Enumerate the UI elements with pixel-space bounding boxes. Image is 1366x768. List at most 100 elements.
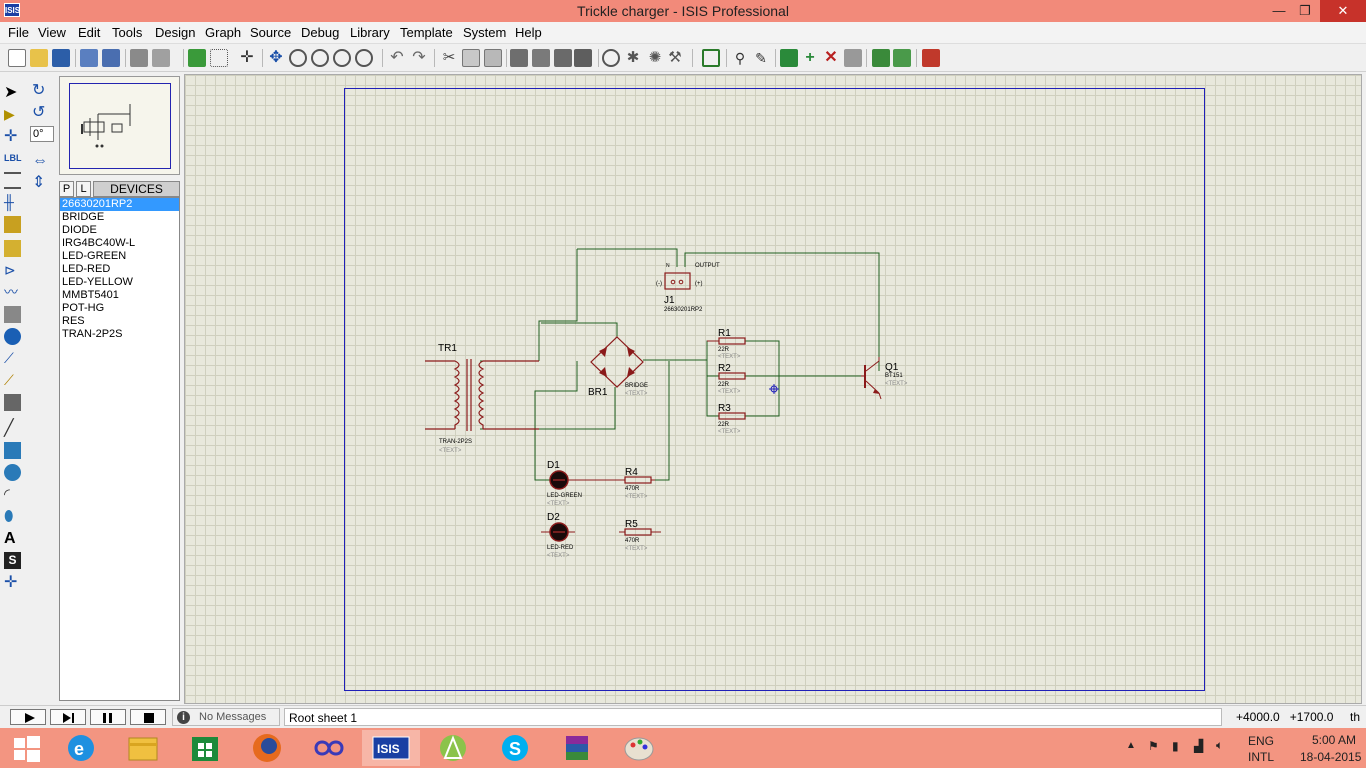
battery-icon[interactable]: ▮ [1172,739,1179,753]
menu-view[interactable]: View [38,25,66,40]
overview-window[interactable] [59,76,180,175]
zoom-in-icon[interactable] [289,49,307,67]
make-device-icon[interactable]: ✱ [626,49,640,66]
property-tool-icon[interactable]: ✎ [755,50,767,66]
export-icon[interactable] [102,49,120,67]
clock-date[interactable]: 18-04-2015 [1300,750,1362,764]
decompose-icon[interactable]: ⚒ [668,49,682,66]
chevron-up-icon[interactable]: ▲ [1126,740,1136,751]
device-item[interactable]: RES [62,315,85,327]
stop-button[interactable] [130,709,166,725]
block-move-icon[interactable] [532,49,550,67]
transistor-q1[interactable]: Q1 BT151 <TEXT> [861,357,908,400]
pan-icon[interactable]: ✥ [269,49,283,66]
start-icon[interactable] [0,730,58,766]
flag-icon[interactable]: ⚑ [1148,739,1159,753]
menu-source[interactable]: Source [250,25,292,40]
rotate-clockwise-icon[interactable]: ↻ [32,82,46,99]
junction-dot-icon[interactable]: ✛ [4,128,18,145]
library-manager-button[interactable]: L [76,181,91,197]
undo-icon[interactable]: ↶ [390,49,404,66]
play-button[interactable] [10,709,46,725]
symbol-icon[interactable]: S [4,552,21,569]
minimize-button[interactable]: — [1272,3,1286,18]
print-icon[interactable] [130,49,148,67]
wire-label-icon[interactable]: LBL [4,153,22,163]
resistor-r1[interactable]: R1 22R <TEXT> [707,328,746,360]
led-d1[interactable]: D1 LED-GREEN <TEXT> [547,460,582,507]
file-explorer-icon[interactable] [114,730,172,766]
maximize-button[interactable]: ❐ [1299,3,1311,18]
device-item[interactable]: MMBT5401 [62,289,119,301]
print-area-icon[interactable] [152,49,170,67]
device-item[interactable]: LED-YELLOW [62,276,133,288]
virtual-instrument-icon[interactable] [4,394,21,411]
current-probe-icon[interactable]: ⟋ [4,372,14,388]
grid-icon[interactable] [210,49,228,67]
text-icon[interactable]: A [4,530,16,547]
winrar-icon[interactable] [548,730,606,766]
line-icon[interactable]: ╱ [4,420,14,437]
paste-icon[interactable] [484,49,502,67]
paint-icon[interactable] [610,730,668,766]
resistor-r4[interactable]: R4 470R <TEXT> [568,467,655,500]
schematic-canvas[interactable]: TR1 TRAN-2P2S <TEXT> BR1 BRIDGE <TEXT> [184,74,1362,704]
resistor-r2[interactable]: R2 22R <TEXT> [718,363,746,395]
packaging-icon[interactable]: ✺ [648,49,662,66]
mirror-vertical-icon[interactable]: ⇕ [32,174,46,191]
device-item[interactable]: DIODE [62,224,97,236]
add-sheet-icon[interactable]: + [805,49,815,66]
device-item[interactable]: LED-RED [62,263,111,275]
clock-time[interactable]: 5:00 AM [1312,733,1357,747]
rotate-anticlockwise-icon[interactable]: ↺ [32,104,46,121]
open-folder-icon[interactable] [30,49,48,67]
block-delete-icon[interactable] [574,49,592,67]
connector-j1[interactable]: N OUTPUT (-) (+) J1 26630201RP2 [656,263,720,313]
menu-tools[interactable]: Tools [112,25,143,40]
bridge-br1[interactable]: BR1 BRIDGE <TEXT> [588,336,648,398]
language-code[interactable]: ENG [1248,734,1275,748]
zoom-area-icon[interactable] [355,49,373,67]
device-pin-icon[interactable]: ⊳ [4,262,16,278]
new-sheet-icon[interactable] [780,49,798,67]
device-item[interactable]: BRIDGE [62,211,105,223]
store-icon[interactable] [176,730,234,766]
save-icon[interactable] [52,49,70,67]
origin-icon[interactable]: ✛ [240,49,254,66]
device-list[interactable]: 26630201RP2 BRIDGE DIODE IRG4BC40W-L LED… [59,197,180,701]
device-item[interactable]: TRAN-2P2S [62,328,123,340]
menu-help[interactable]: Help [515,25,542,40]
internet-explorer-icon[interactable]: e [52,730,110,766]
menu-template[interactable]: Template [400,25,453,40]
zoom-out-icon[interactable] [311,49,329,67]
new-file-icon[interactable] [8,49,26,67]
device-item[interactable]: 26630201RP2 [60,198,179,211]
wire-autorouter-icon[interactable] [702,49,720,67]
device-item[interactable]: LED-GREEN [62,250,127,262]
pause-button[interactable] [90,709,126,725]
transformer-tr1[interactable]: TR1 TRAN-2P2S <TEXT> [425,343,539,454]
ares-icon[interactable] [922,49,940,67]
menu-graph[interactable]: Graph [205,25,242,40]
selection-mode-icon[interactable]: ➤ [4,84,18,101]
zoom-all-icon[interactable] [333,49,351,67]
tape-recorder-icon[interactable] [4,306,21,323]
voltage-probe-icon[interactable]: ⟋ [4,350,14,366]
block-copy-icon[interactable] [510,49,528,67]
graph-icon[interactable]: 〰 [4,284,18,300]
step-button[interactable] [50,709,86,725]
close-button[interactable]: ✕ [1320,0,1366,22]
firefox-icon[interactable] [238,730,296,766]
copy-icon[interactable] [462,49,480,67]
menu-system[interactable]: System [463,25,507,40]
infinity-app-icon[interactable] [300,730,358,766]
rotation-angle-field[interactable]: 0° [30,126,54,142]
menu-file[interactable]: File [8,25,29,40]
bom-icon[interactable] [872,49,890,67]
keyboard-layout[interactable]: INTL [1248,750,1275,764]
goto-sheet-icon[interactable] [844,49,862,67]
volume-icon[interactable]: 🔈︎ [1216,738,1224,752]
led-d2[interactable]: D2 LED-RED <TEXT> [541,512,575,559]
vertical-scrollbar[interactable] [1362,74,1366,704]
schematic-drawing[interactable]: TR1 TRAN-2P2S <TEXT> BR1 BRIDGE <TEXT> [185,75,1362,704]
